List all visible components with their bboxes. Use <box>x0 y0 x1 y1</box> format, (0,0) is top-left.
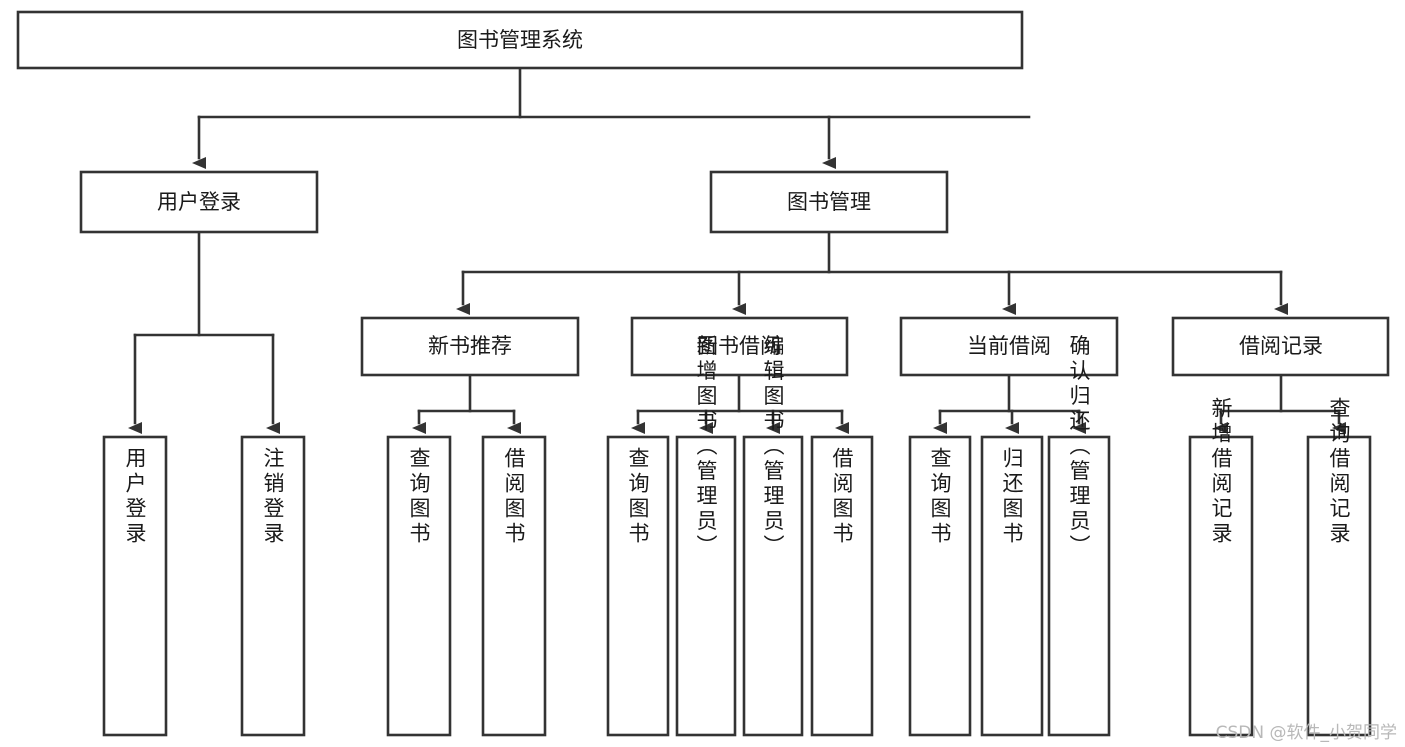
leaf-query-book-3-box[interactable] <box>908 435 972 737</box>
new-book-recommend-box[interactable] <box>360 316 580 377</box>
leaf-add-record-box[interactable] <box>1188 435 1254 737</box>
node-new-book-recommend[interactable]: 新书推荐 <box>360 316 580 377</box>
leaf-query-book-2-box[interactable] <box>606 435 670 737</box>
leaf-borrow-book-1[interactable]: 借阅图书 <box>481 435 547 737</box>
root-label: 图书管理系统 <box>457 28 583 52</box>
leaf-edit-book-box[interactable] <box>742 435 804 737</box>
node-book-manage[interactable]: 图书管理 <box>709 170 949 234</box>
node-borrow-record[interactable]: 借阅记录 <box>1171 316 1390 377</box>
connector-borrowrecord-to-leaves <box>1214 373 1346 434</box>
connector-bookborrow-to-leaves <box>631 373 849 434</box>
current-borrow-box[interactable] <box>899 316 1119 377</box>
leaf-user-login-label: 用户登录 <box>123 447 147 547</box>
root-box[interactable] <box>16 10 1024 70</box>
leaf-query-book-3-label: 查询图书 <box>928 447 952 547</box>
leaf-query-book-3[interactable]: 查询图书 <box>908 435 972 737</box>
user-login-label: 用户登录 <box>157 190 241 214</box>
leaf-query-record-label: 查询借阅记录 <box>1327 397 1351 547</box>
leaf-query-record-box[interactable] <box>1306 435 1372 737</box>
connector-newbook-to-leaves <box>412 373 521 434</box>
leaf-query-book-1[interactable]: 查询图书 <box>386 435 452 737</box>
leaf-borrow-book-1-box[interactable] <box>481 435 547 737</box>
node-current-borrow[interactable]: 当前借阅 <box>899 316 1119 377</box>
leaf-query-book-1-box[interactable] <box>386 435 452 737</box>
leaf-return-book-box[interactable] <box>980 435 1044 737</box>
leaf-query-record[interactable]: 查询借阅记录 <box>1306 397 1372 737</box>
leaf-borrow-book-2-label: 借阅图书 <box>830 447 854 547</box>
leaf-borrow-book-1-label: 借阅图书 <box>502 447 526 547</box>
book-manage-box[interactable] <box>709 170 949 234</box>
csdn-watermark: CSDN @软件_小贺同学 <box>1215 723 1397 743</box>
node-root-system[interactable]: 图书管理系统 <box>16 10 1024 70</box>
leaf-add-record-label: 新增借阅记录 <box>1209 397 1233 547</box>
leaf-confirm-return-label: 确认归还（管理员） <box>1067 335 1091 560</box>
book-borrow-box[interactable] <box>630 316 849 377</box>
connector-bookmanage-to-level2 <box>456 230 1288 315</box>
leaf-add-book-label: 新增图书（管理员） <box>694 335 718 560</box>
connector-root-to-level1 <box>192 66 1031 169</box>
connector-currentborrow-to-leaves <box>933 373 1086 434</box>
leaf-add-book-box[interactable] <box>675 435 737 737</box>
leaf-query-book-1-label: 查询图书 <box>407 447 431 547</box>
leaf-return-book[interactable]: 归还图书 <box>980 435 1044 737</box>
leaf-user-login[interactable]: 用户登录 <box>102 435 168 737</box>
leaf-user-login-box[interactable] <box>102 435 168 737</box>
connector-userlogin-to-leaves <box>128 230 280 434</box>
leaf-confirm-return[interactable]: 确认归还（管理员） <box>1047 335 1111 737</box>
leaf-logout-label: 注销登录 <box>261 447 285 547</box>
book-borrow-label: 图书借阅 <box>697 334 781 358</box>
new-book-recommend-label: 新书推荐 <box>428 334 512 358</box>
leaf-logout[interactable]: 注销登录 <box>240 435 306 737</box>
leaf-edit-book-label: 编辑图书（管理员） <box>761 335 785 560</box>
borrow-record-box[interactable] <box>1171 316 1390 377</box>
leaf-add-record[interactable]: 新增借阅记录 <box>1188 397 1254 737</box>
leaf-borrow-book-2-box[interactable] <box>810 435 874 737</box>
borrow-record-label: 借阅记录 <box>1239 334 1323 358</box>
current-borrow-label: 当前借阅 <box>967 334 1051 358</box>
leaf-query-book-2[interactable]: 查询图书 <box>606 435 670 737</box>
leaf-add-book[interactable]: 新增图书（管理员） <box>675 335 737 737</box>
book-manage-label: 图书管理 <box>787 190 871 214</box>
leaf-return-book-label: 归还图书 <box>1000 447 1024 547</box>
node-book-borrow[interactable]: 图书借阅 <box>630 316 849 377</box>
node-user-login[interactable]: 用户登录 <box>79 170 319 234</box>
leaf-borrow-book-2[interactable]: 借阅图书 <box>810 435 874 737</box>
leaf-query-book-2-label: 查询图书 <box>626 447 650 547</box>
user-login-box[interactable] <box>79 170 319 234</box>
leaf-confirm-return-box[interactable] <box>1047 435 1111 737</box>
leaf-edit-book[interactable]: 编辑图书（管理员） <box>742 335 804 737</box>
leaf-logout-box[interactable] <box>240 435 306 737</box>
